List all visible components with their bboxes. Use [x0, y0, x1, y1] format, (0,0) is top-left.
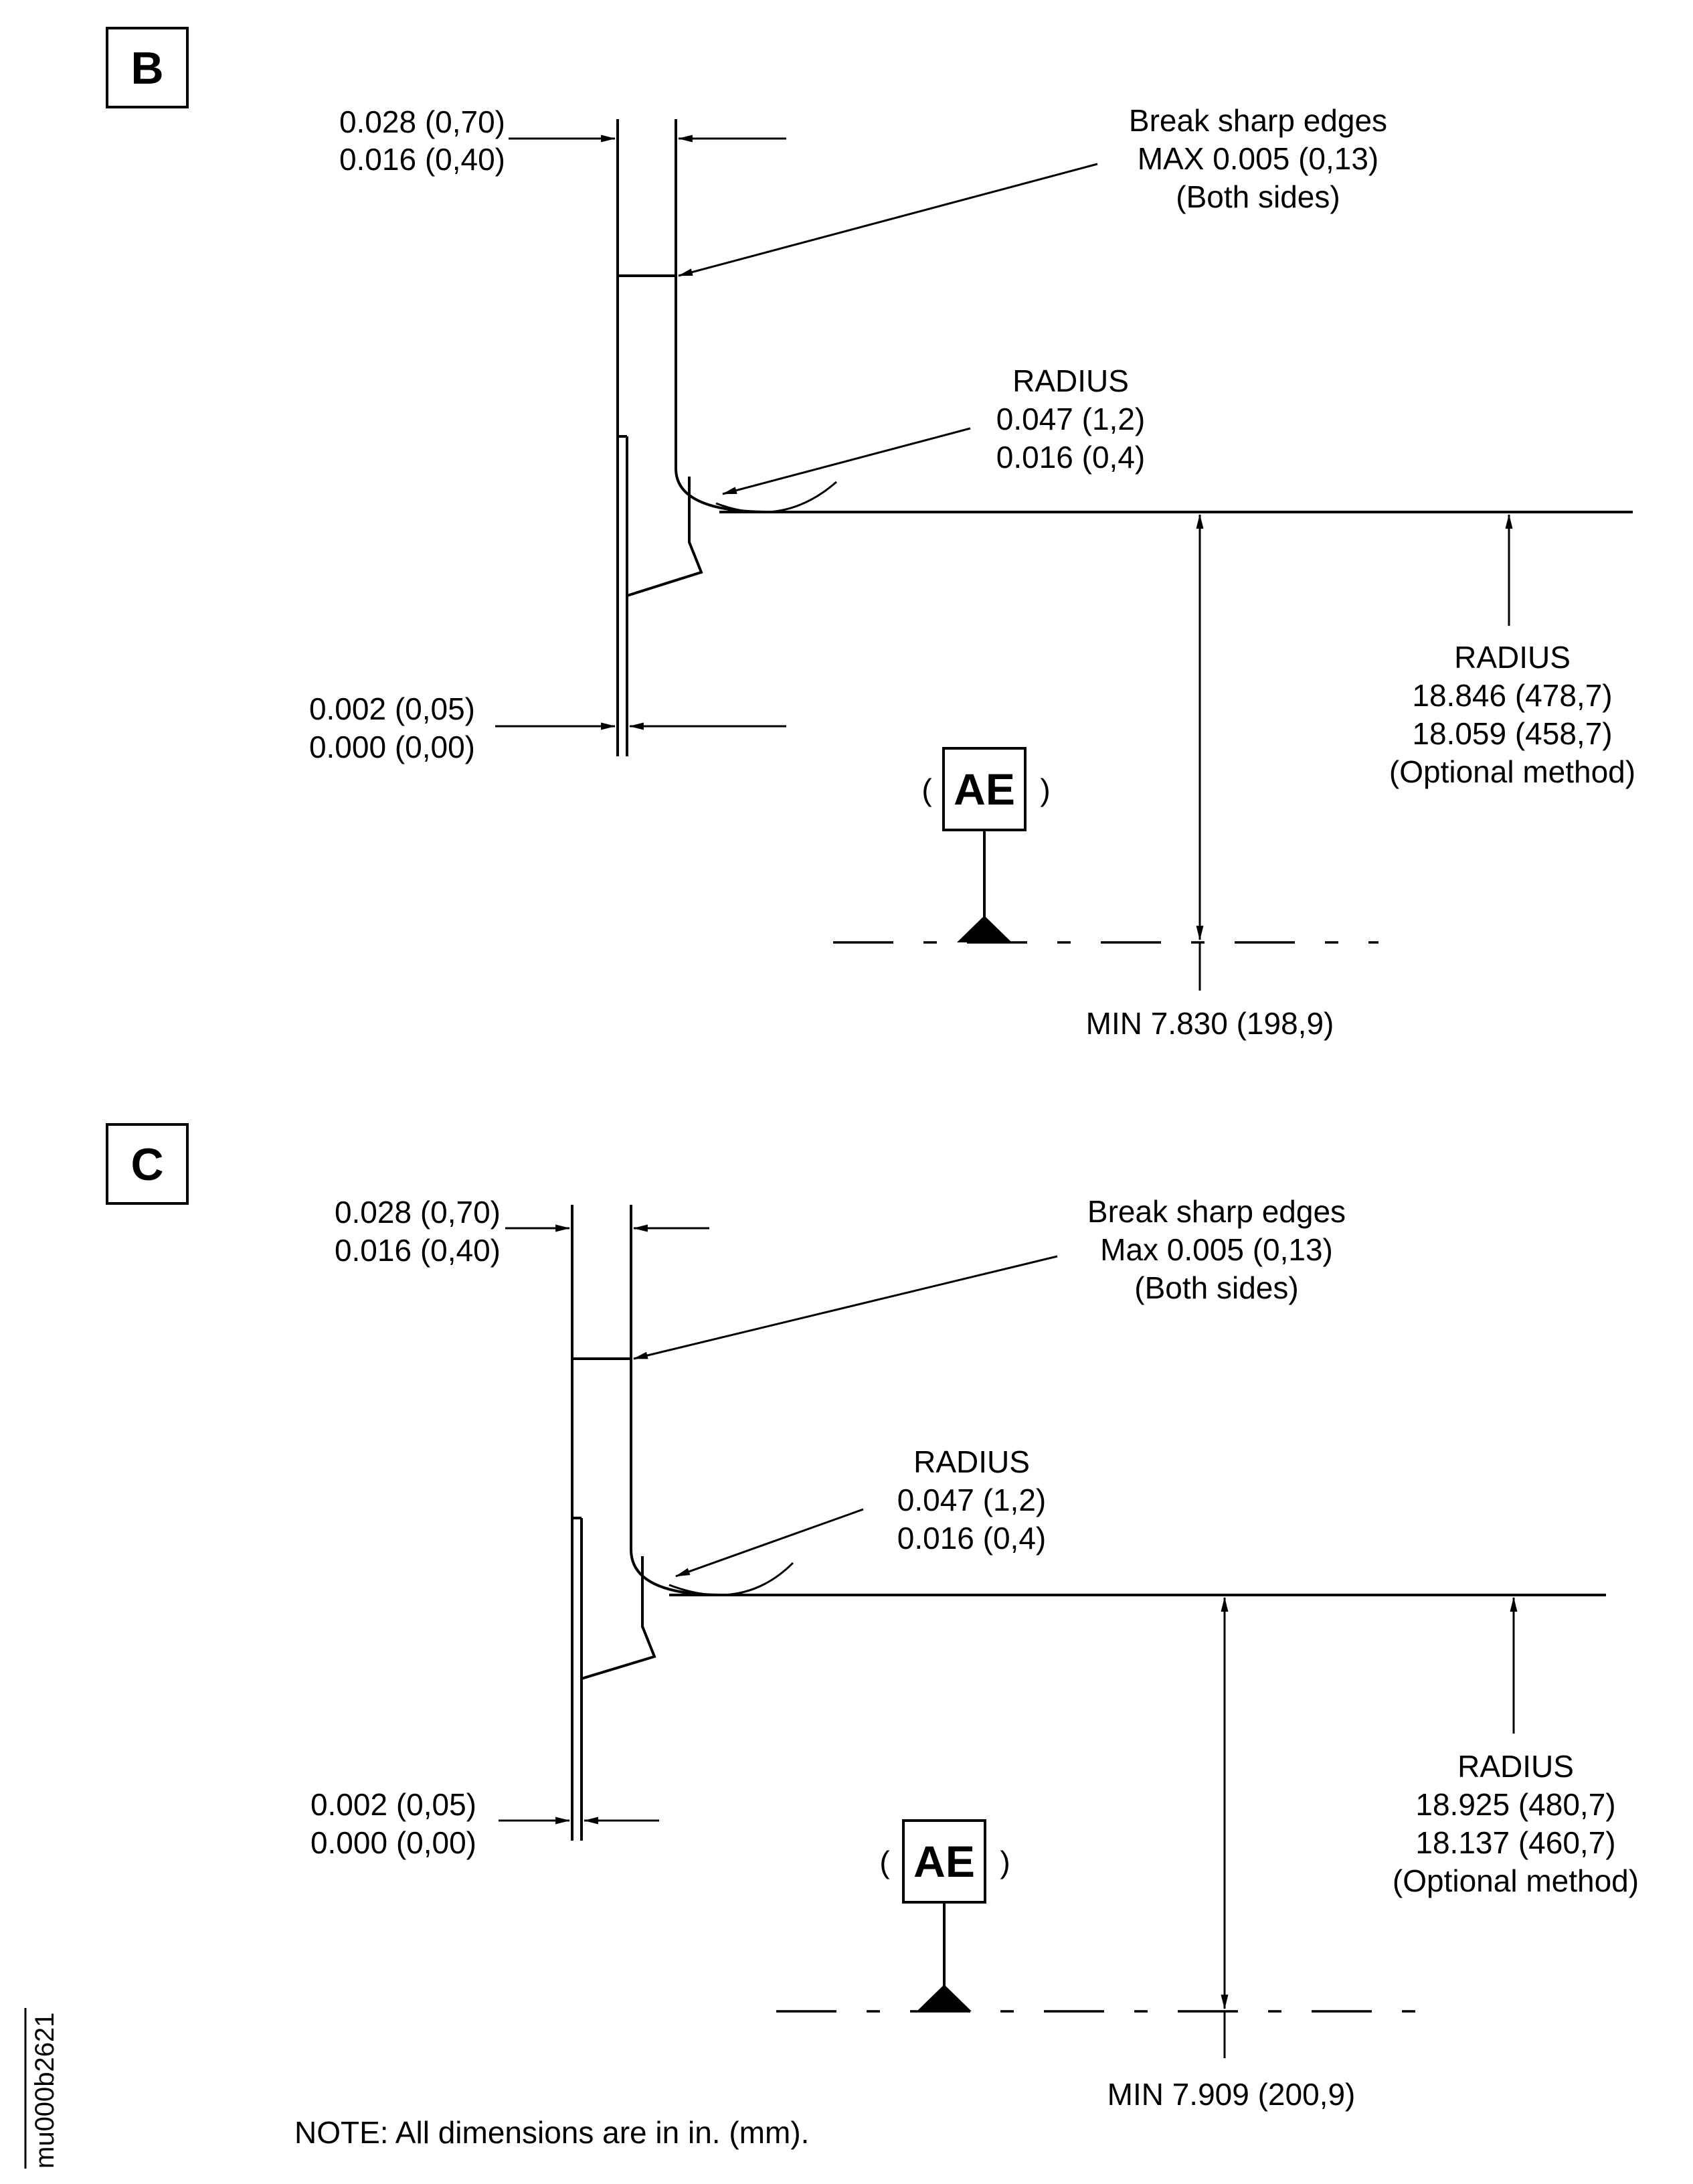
view-c-large-radius-3: 18.137 (460,7)	[1415, 1825, 1615, 1860]
view-b-thickness-upper: 0.028 (0,70)	[339, 104, 505, 139]
view-c-break-edges-2: Max 0.005 (0,13)	[1100, 1232, 1333, 1267]
view-c-corner-radius-3: 0.016 (0,4)	[897, 1521, 1046, 1556]
view-c-break-edges-1: Break sharp edges	[1087, 1194, 1346, 1229]
view-b-corner-radius-callout: RADIUS 0.047 (1,2) 0.016 (0,4)	[721, 363, 1145, 495]
view-b-large-radius-4: (Optional method)	[1389, 754, 1635, 789]
view-b-min-dim-label: MIN 7.830 (198,9)	[1086, 1006, 1334, 1041]
figure-id-label: mu000b2621	[30, 2012, 60, 2169]
view-b-break-edges-callout: Break sharp edges MAX 0.005 (0,13) (Both…	[677, 103, 1387, 277]
view-c-gap-dim: 0.002 (0,05) 0.000 (0,00)	[310, 1787, 659, 1860]
view-b-break-edges-2: MAX 0.005 (0,13)	[1138, 141, 1379, 176]
view-c-datum-label: AE	[913, 1837, 975, 1886]
view-b-large-radius-3: 18.059 (458,7)	[1412, 716, 1612, 751]
view-b-thickness-lower: 0.016 (0,40)	[339, 142, 505, 177]
view-c-gap-upper: 0.002 (0,05)	[310, 1787, 476, 1822]
view-b-break-edges-3: (Both sides)	[1176, 179, 1340, 214]
view-c-large-radius-2: 18.925 (480,7)	[1415, 1787, 1615, 1822]
view-b-corner-radius-1: RADIUS	[1012, 363, 1129, 398]
view-b-part-profile	[616, 119, 837, 756]
view-c-large-radius-1: RADIUS	[1457, 1749, 1574, 1784]
view-c-datum-paren-close: )	[1000, 1845, 1010, 1879]
view-b-thickness-dim: 0.028 (0,70) 0.016 (0,40)	[339, 104, 786, 177]
view-c-corner-radius-1: RADIUS	[913, 1444, 1030, 1479]
view-b-corner-radius-3: 0.016 (0,4)	[996, 440, 1145, 475]
view-b-large-radius-callout: RADIUS 18.846 (478,7) 18.059 (458,7) (Op…	[1389, 513, 1635, 789]
view-c-datum-symbol: AE ( )	[879, 1819, 1010, 2011]
view-b-large-radius-2: 18.846 (478,7)	[1412, 678, 1612, 713]
view-c-label: C	[130, 1139, 163, 1190]
view-b-large-radius-1: RADIUS	[1454, 640, 1571, 675]
view-c-large-radius-callout: RADIUS 18.925 (480,7) 18.137 (460,7) (Op…	[1393, 1596, 1639, 1898]
view-c-datum-paren-open: (	[879, 1845, 890, 1879]
view-b-datum-symbol: AE ( )	[921, 747, 1051, 942]
view-c-corner-radius-2: 0.047 (1,2)	[897, 1483, 1046, 1517]
view-c-part-profile	[571, 1205, 794, 1841]
view-c-label-box	[106, 1123, 189, 1205]
view-c-break-edges-3: (Both sides)	[1134, 1270, 1298, 1305]
view-b-gap-upper: 0.002 (0,05)	[309, 691, 475, 726]
figure-id: mu000b2621	[24, 2008, 60, 2169]
view-b-datum-paren-close: )	[1040, 772, 1050, 807]
view-c-min-dim: MIN 7.909 (200,9)	[1107, 1596, 1356, 2112]
view-c-large-radius-4: (Optional method)	[1393, 1863, 1639, 1898]
view-b-label-box	[106, 27, 189, 108]
view-c-min-dim-label: MIN 7.909 (200,9)	[1107, 2077, 1356, 2112]
view-c: C 0.028 (0,70) 0.016 (0,40) Break sharp …	[106, 1123, 1639, 2112]
view-b-datum-label: AE	[954, 764, 1015, 814]
view-b-gap-dim: 0.002 (0,05) 0.000 (0,00)	[309, 691, 786, 764]
dimension-note: NOTE: All dimensions are in in. (mm).	[294, 2115, 809, 2150]
view-c-thickness-lower: 0.016 (0,40)	[335, 1233, 501, 1268]
view-b-break-edges-1: Break sharp edges	[1129, 103, 1387, 138]
view-c-break-edges-callout: Break sharp edges Max 0.005 (0,13) (Both…	[632, 1194, 1346, 1360]
view-c-corner-radius-callout: RADIUS 0.047 (1,2) 0.016 (0,4)	[675, 1444, 1046, 1578]
view-b: B 0.028 (0,70) 0.016 (0,40) Break sharp …	[106, 27, 1635, 1041]
view-b-datum-paren-open: (	[921, 772, 932, 807]
view-b-label: B	[130, 43, 163, 94]
view-b-min-dim: MIN 7.830 (198,9)	[1086, 513, 1334, 1041]
view-c-thickness-dim: 0.028 (0,70) 0.016 (0,40)	[335, 1195, 709, 1268]
view-c-thickness-upper: 0.028 (0,70)	[335, 1195, 501, 1230]
view-b-corner-radius-2: 0.047 (1,2)	[996, 402, 1145, 436]
view-b-gap-lower: 0.000 (0,00)	[309, 730, 475, 764]
view-c-gap-lower: 0.000 (0,00)	[310, 1825, 476, 1860]
